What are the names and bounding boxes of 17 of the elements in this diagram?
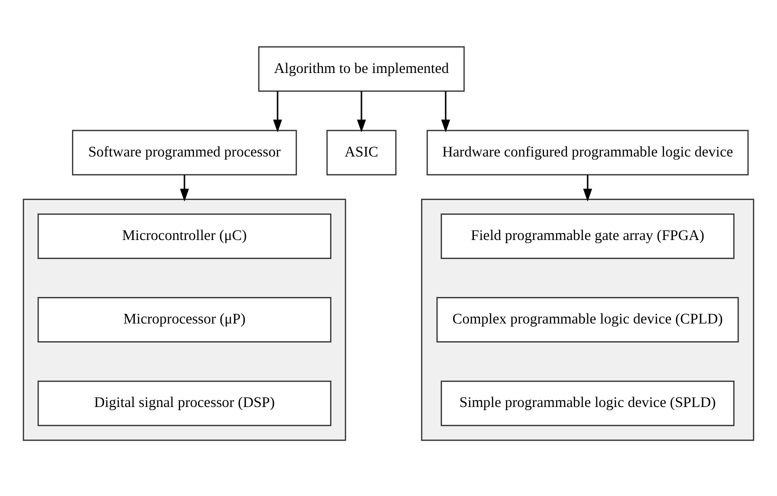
node-box: Microcontroller (μC) <box>38 212 332 258</box>
node-box: Software programmed processor <box>72 129 297 175</box>
node-box: Complex programmable logic device (CPLD) <box>436 296 739 342</box>
arrow <box>441 90 450 132</box>
arrow <box>180 174 189 202</box>
node-box: Digital signal processor (DSP) <box>38 380 332 426</box>
node-box: Simple programmable logic device (SPLD) <box>440 380 734 426</box>
arrow <box>583 174 592 202</box>
cluster <box>22 198 346 440</box>
arrow <box>356 90 366 132</box>
node-box: Field programmable gate array (FPGA) <box>440 212 734 258</box>
arrow <box>273 90 282 132</box>
node-box: Algorithm to be implemented <box>258 46 465 92</box>
cluster <box>421 198 754 440</box>
node-box: Microprocessor (μP) <box>38 296 332 342</box>
node-box: ASIC <box>326 129 396 175</box>
node-box: Hardware configured programmable logic device <box>426 129 749 175</box>
